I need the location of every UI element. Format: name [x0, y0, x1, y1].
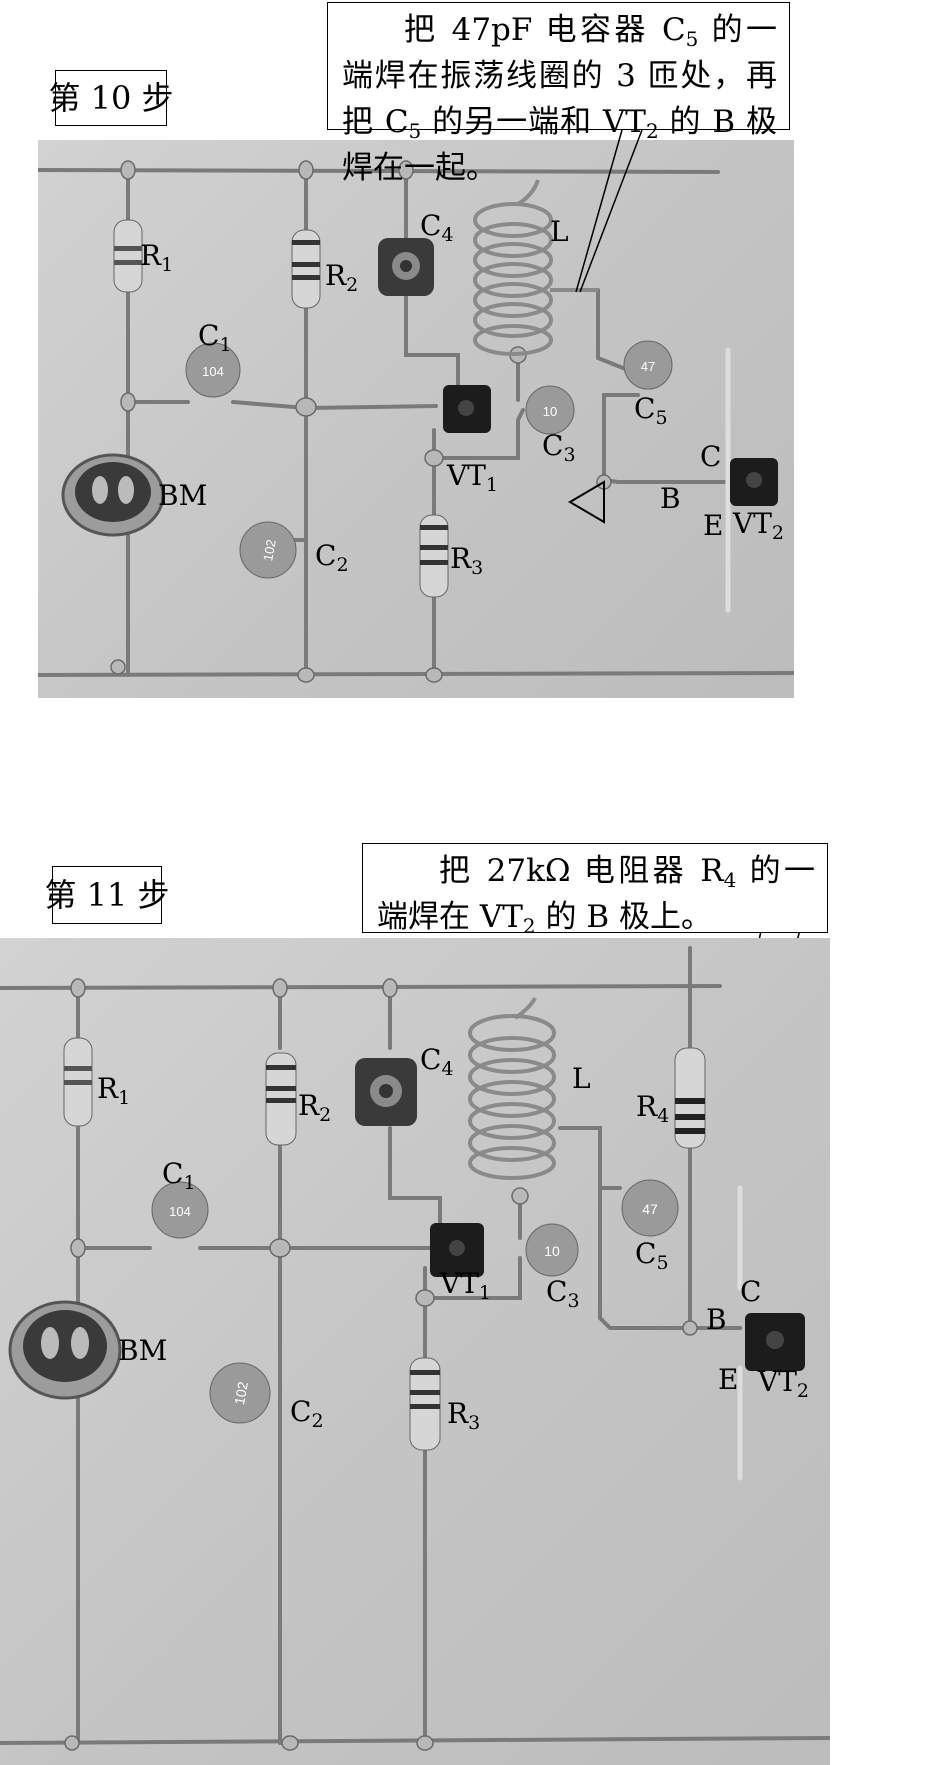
vt1-transistor — [443, 385, 491, 433]
label-r2: R2 — [325, 259, 359, 296]
label-r2: R2 — [298, 1089, 332, 1126]
coil-l — [468, 997, 556, 1180]
label-vt1: VT1 — [440, 1267, 491, 1304]
label-vt2: VT2 — [758, 1365, 809, 1402]
bottom-rail — [0, 1736, 830, 1745]
c1-mark: 104 — [169, 1204, 191, 1219]
label-c5: C5 — [635, 1237, 669, 1274]
top-rail — [0, 984, 722, 990]
r2-resistor — [265, 1052, 297, 1146]
label-c1: C1 — [198, 319, 232, 356]
c2-mark: 102 — [260, 538, 279, 562]
label-vt2: VT2 — [733, 507, 784, 544]
bm-microphone — [8, 1300, 122, 1400]
label-c1: C1 — [162, 1157, 196, 1194]
label-l: L — [572, 1062, 591, 1095]
c5-capacitor: 47 — [621, 1179, 679, 1237]
label-r3: R3 — [447, 1397, 481, 1434]
label-bm: BM — [158, 479, 208, 512]
label-c: C — [740, 1275, 762, 1308]
label-b: B — [660, 482, 681, 515]
c5-capacitor: 47 — [623, 340, 673, 390]
step11-callout: 把 27kΩ 电阻器 R4 的一端焊在 VT2 的 B 极上。 — [362, 843, 828, 936]
c5-mark: 47 — [642, 1201, 658, 1217]
label-c: C — [700, 440, 722, 473]
label-e: E — [703, 509, 724, 542]
c2-capacitor: 102 — [239, 521, 297, 579]
bm-microphone — [61, 453, 165, 537]
step10-circuit: 104 10 47 102 — [38, 160, 794, 683]
label-r3: R3 — [450, 542, 484, 579]
r1-resistor — [113, 219, 143, 293]
vt2-transistor — [745, 1313, 805, 1371]
c4-trimmer — [355, 1058, 417, 1126]
c2-mark: 102 — [231, 1380, 251, 1406]
vt1-transistor — [430, 1223, 484, 1277]
step11-circuit: 104 10 47 102 — [0, 946, 830, 1751]
label-c5: C5 — [634, 392, 668, 429]
label-c3: C3 — [542, 429, 576, 466]
step11-photo: 104 10 47 102 — [0, 938, 830, 1765]
marker-triangle — [568, 480, 605, 524]
c4-trimmer — [378, 238, 434, 296]
c1-capacitor: 104 — [185, 342, 241, 398]
coil-l — [473, 179, 598, 356]
r1-resistor — [63, 1037, 93, 1127]
step11-label: 第 11 步 — [44, 866, 170, 924]
bottom-rail — [38, 671, 794, 677]
vt2-transistor — [730, 458, 778, 506]
label-c4: C4 — [420, 209, 454, 246]
r2-resistor — [291, 229, 321, 309]
c1-capacitor: 104 — [151, 1181, 209, 1239]
c3-capacitor: 10 — [525, 1223, 579, 1277]
label-e: E — [718, 1363, 739, 1396]
label-r1: R1 — [140, 239, 174, 276]
c3-capacitor: 10 — [525, 385, 575, 435]
step10-label: 第 10 步 — [48, 70, 174, 126]
c2-capacitor: 102 — [209, 1362, 271, 1424]
r4-resistor — [674, 1047, 706, 1149]
label-c2: C2 — [315, 539, 349, 576]
c3-mark: 10 — [544, 1243, 560, 1259]
label-c2: C2 — [290, 1395, 324, 1432]
r3-resistor — [419, 514, 449, 598]
r3-resistor — [409, 1357, 441, 1451]
label-c4: C4 — [420, 1043, 454, 1080]
label-r4: R4 — [636, 1090, 670, 1127]
label-bm: BM — [118, 1334, 168, 1367]
label-vt1: VT1 — [447, 459, 498, 496]
c3-mark: 10 — [543, 404, 557, 419]
label-b: B — [706, 1303, 727, 1336]
label-l: L — [550, 215, 569, 248]
label-r1: R1 — [97, 1072, 131, 1109]
step10-photo: 104 10 47 102 — [38, 140, 794, 698]
c1-mark: 104 — [202, 364, 224, 379]
label-c3: C3 — [546, 1275, 580, 1312]
c5-mark: 47 — [641, 359, 655, 374]
step10-callout: 把 47pF 电容器 C5 的一端焊在振荡线圈的 3 匝处，再把 C5 的另一端… — [327, 2, 790, 186]
